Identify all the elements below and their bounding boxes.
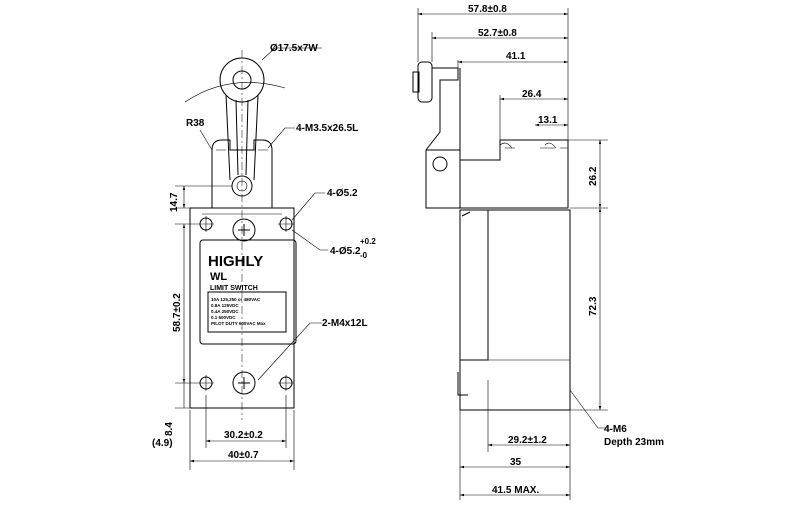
height-top-label: 14.7 <box>169 192 180 212</box>
hole-spacing-label: 30.2±0.2 <box>224 430 263 441</box>
roller-offset-label: 52.7±0.8 <box>478 28 517 39</box>
mount-label-2: Depth 23mm <box>604 437 664 448</box>
rating-line: 10A 125,250 or 480VAC <box>211 297 261 302</box>
overall-top-label: 57.8±0.8 <box>468 4 507 15</box>
bottom-offset-alt-label: (4.9) <box>152 438 173 449</box>
brand-label: HIGHLY <box>208 253 263 270</box>
side-view <box>412 8 608 500</box>
radius-label: R38 <box>186 118 205 129</box>
roller <box>219 57 265 103</box>
body-height-label: 58.7±0.2 <box>172 293 183 332</box>
tolerance-plus: +0.2 <box>360 237 376 246</box>
hole-label-1: 4-Ø5.2 <box>327 188 358 199</box>
model-label: WL <box>210 271 227 283</box>
side-body-height-label: 72.3 <box>588 296 599 316</box>
width-label: 40±0.7 <box>228 450 259 461</box>
radius-arc <box>184 82 286 103</box>
cover-screw-top <box>232 218 256 242</box>
head-height-label: 26.2 <box>588 166 599 186</box>
lever-arm <box>225 94 259 181</box>
hole-label-2: 4-Ø5.2 <box>330 246 361 257</box>
rating-line: 0.1 600VDC <box>211 315 236 320</box>
side-roller <box>417 61 433 103</box>
screw-label: 4-M3.5x26.5L <box>296 123 358 134</box>
front-view <box>175 47 328 470</box>
side-body <box>459 209 571 411</box>
cover-screw-bottom <box>232 371 256 395</box>
switch-head <box>211 139 273 209</box>
bottom-offset-label: 8.4 <box>164 422 175 436</box>
head-width-label: 26.4 <box>522 89 542 100</box>
side-head-left <box>425 149 461 209</box>
mount-label-1: 4-M6 <box>604 424 627 435</box>
side-head <box>460 139 569 209</box>
tolerance-minus: -0 <box>360 251 368 260</box>
max-depth-label: 41.5 MAX. <box>492 485 539 496</box>
side-lever <box>425 67 459 151</box>
rating-line: 0.4A 250VDC <box>211 309 239 314</box>
rating-line: 0.8A 125VDC <box>211 303 239 308</box>
rating-line: PILOT DUTY 600VAC Max <box>211 321 266 326</box>
body-depth-label: 35 <box>510 457 522 468</box>
lever-label: 41.1 <box>506 51 526 62</box>
mount-spacing-label: 29.2±1.2 <box>508 435 547 446</box>
roller-label: Ø17.5x7W <box>270 43 318 54</box>
type-label: LIMIT SWITCH <box>210 285 258 292</box>
nameplate <box>199 239 297 345</box>
terminal-screw-label: 2-M4x12L <box>322 318 368 329</box>
lever-arm-inner <box>235 99 249 176</box>
head-offset-label: 13.1 <box>538 115 558 126</box>
ratings-box <box>207 291 287 333</box>
side-cover <box>459 209 489 361</box>
